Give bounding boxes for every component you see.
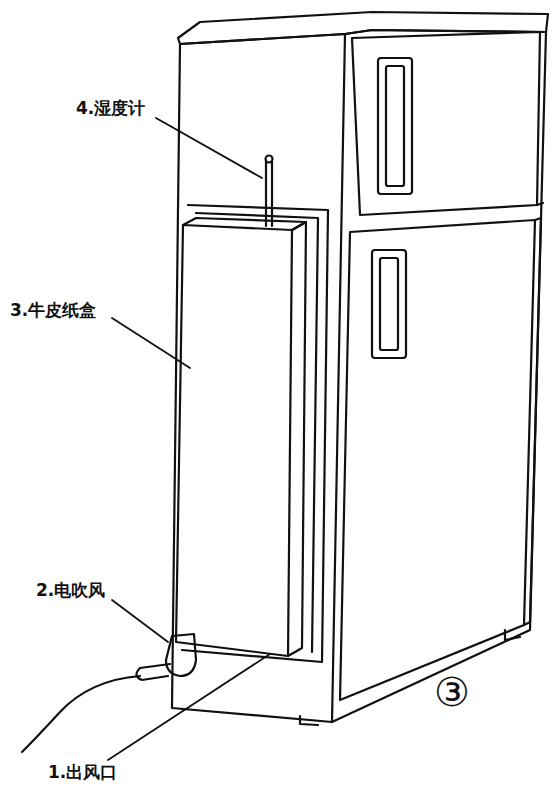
lower-handle bbox=[372, 250, 406, 358]
upper-door-edge bbox=[537, 32, 546, 205]
lower-handle-inner bbox=[380, 258, 398, 350]
fridge-side bbox=[172, 34, 345, 722]
fridge-top bbox=[178, 12, 548, 44]
box-frame bbox=[182, 205, 328, 662]
leader-line bbox=[108, 654, 270, 760]
upper-door bbox=[352, 32, 540, 215]
figure-number: ③ bbox=[432, 668, 472, 716]
fridge-feet bbox=[300, 630, 520, 725]
fridge-front bbox=[332, 30, 546, 722]
hygrometer-bulb bbox=[266, 156, 273, 163]
callout-label: 2.电吹风 bbox=[34, 580, 107, 600]
callout-label: 3.牛皮纸盒 bbox=[8, 300, 98, 320]
upper-handle bbox=[378, 58, 412, 194]
hair-dryer-handle bbox=[136, 664, 170, 680]
leader-line bbox=[112, 318, 190, 368]
kraft-box-top bbox=[183, 218, 306, 230]
kraft-box-front bbox=[176, 225, 292, 656]
hygrometer bbox=[266, 162, 272, 226]
callout-label: 1.出风口 bbox=[46, 762, 119, 782]
kraft-box-side bbox=[288, 222, 306, 656]
leader-line bbox=[156, 118, 262, 178]
lower-door-edge bbox=[524, 218, 541, 625]
cord bbox=[22, 676, 140, 752]
callout-label: 4.湿度计 bbox=[74, 98, 147, 118]
lower-door bbox=[340, 220, 535, 700]
upper-handle-inner bbox=[386, 66, 404, 186]
hair-dryer bbox=[166, 634, 196, 676]
leader-line bbox=[112, 600, 168, 642]
box-frame-inner bbox=[196, 213, 318, 652]
